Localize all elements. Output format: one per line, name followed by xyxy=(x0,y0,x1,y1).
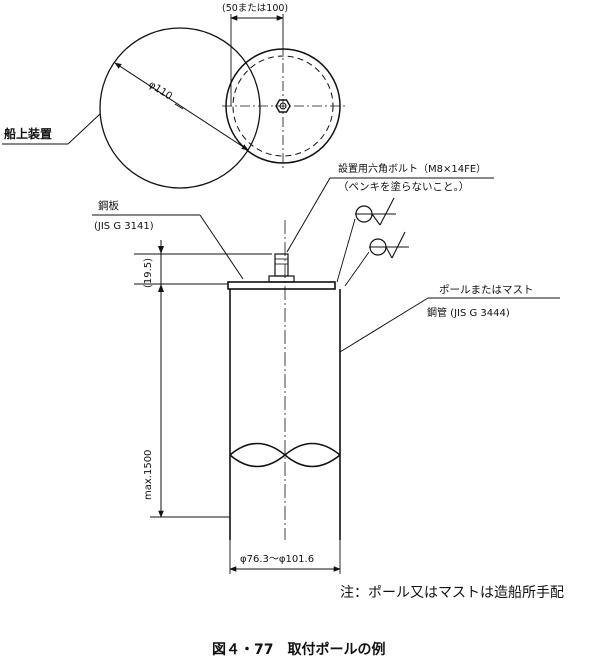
pipe-diameter-label: φ76.3～φ101.6 xyxy=(240,554,314,565)
bolt-annotation: 設置用六角ボルト（M8×14FE） （ペンキを塗らないこと。） xyxy=(286,162,494,253)
top-plate xyxy=(227,281,336,290)
steel-plate-label: 鋼板 xyxy=(98,199,119,212)
diameter-dim-line xyxy=(114,62,249,151)
figure-caption: 図４・77 取付ポールの例 xyxy=(212,641,385,658)
finish-symbols xyxy=(336,197,409,287)
note-text: 注：ポール又はマストは造船所手配 xyxy=(340,585,564,601)
steel-pipe-label: 鋼管 (JIS G 3444) xyxy=(427,306,510,319)
ship-equipment-label: 船上装置 xyxy=(4,126,52,141)
dim-1500-label: max.1500 xyxy=(143,450,154,500)
dim-19-5-label: (19.5) xyxy=(143,258,154,288)
bolt-shank xyxy=(274,253,289,277)
top-view: φ110 (50または100) 船上装置 xyxy=(2,3,345,189)
side-view: 鋼板 (JIS G 3141) (19.5) max.1500 xyxy=(92,199,560,574)
no-paint-label: （ペンキを塗らないこと。） xyxy=(338,180,469,193)
bolt-spec-label: 設置用六角ボルト（M8×14FE） xyxy=(338,162,486,175)
hex-nut-icon xyxy=(275,99,291,113)
equipment-circle xyxy=(99,27,261,189)
steel-plate-std-label: (JIS G 3141) xyxy=(94,221,154,232)
bolt-nut xyxy=(268,275,295,283)
diameter-110-label: φ110 xyxy=(146,79,174,102)
top-dim-label: (50または100) xyxy=(222,3,288,14)
pole-or-mast-label: ポールまたはマスト xyxy=(439,284,534,296)
